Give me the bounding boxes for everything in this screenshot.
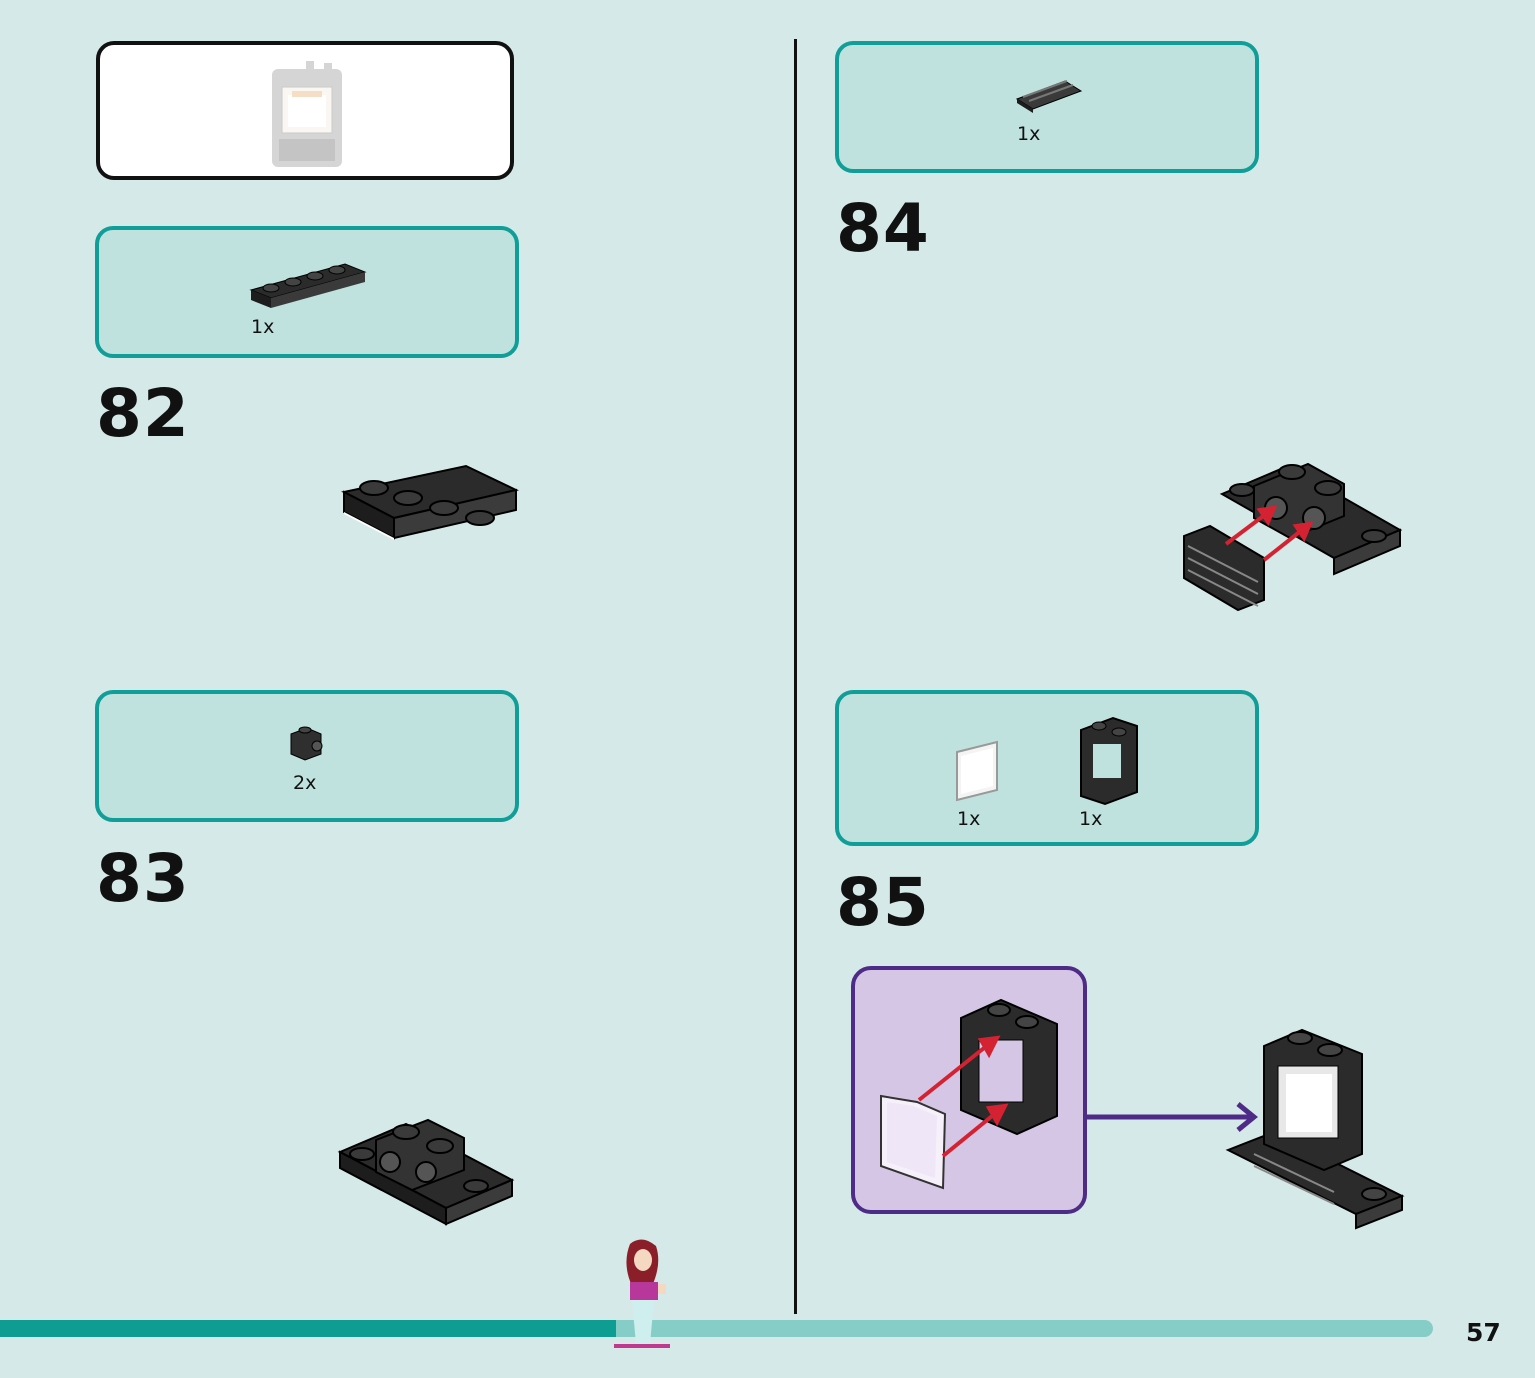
step-number-82: 82 bbox=[96, 375, 190, 452]
parts-box-step-84: 1x bbox=[835, 41, 1259, 173]
window-assembly-illustration bbox=[880, 998, 1058, 1190]
step-82-assembly-illustration bbox=[341, 464, 520, 540]
part-quantity: 2x bbox=[293, 772, 317, 794]
brick-1x1-side-stud-icon bbox=[290, 726, 323, 761]
window-frame-icon bbox=[1080, 716, 1138, 806]
partial-model-thumbnail-icon bbox=[272, 61, 342, 167]
page-column-divider bbox=[794, 39, 797, 1314]
step-number-84: 84 bbox=[836, 190, 930, 267]
sub-assembly-callout bbox=[851, 966, 1087, 1214]
step-85-assembly-illustration bbox=[1225, 1028, 1405, 1230]
part-quantity: 1x bbox=[1017, 123, 1041, 145]
parts-box-step-82: 1x bbox=[95, 226, 519, 358]
parts-box-step-85: 1x 1x bbox=[835, 690, 1259, 846]
part-quantity: 1x bbox=[957, 808, 981, 830]
parts-box-step-83: 2x bbox=[95, 690, 519, 822]
plate-1x4-icon bbox=[249, 263, 367, 308]
step-number-83: 83 bbox=[96, 840, 190, 917]
progress-bar-fill bbox=[0, 1320, 616, 1337]
model-overview-box bbox=[96, 41, 514, 180]
window-glass-icon bbox=[956, 740, 998, 802]
step-84-assembly-illustration bbox=[1183, 462, 1403, 612]
page-number: 57 bbox=[1466, 1318, 1501, 1347]
part-quantity: 1x bbox=[251, 316, 275, 338]
part-quantity: 1x bbox=[1079, 808, 1103, 830]
step-number-85: 85 bbox=[836, 864, 930, 941]
callout-result-arrow-icon bbox=[1086, 1102, 1258, 1132]
minifigure-icon bbox=[614, 1239, 670, 1348]
step-83-assembly-illustration bbox=[337, 1118, 515, 1226]
grille-tile-icon bbox=[1015, 80, 1083, 113]
